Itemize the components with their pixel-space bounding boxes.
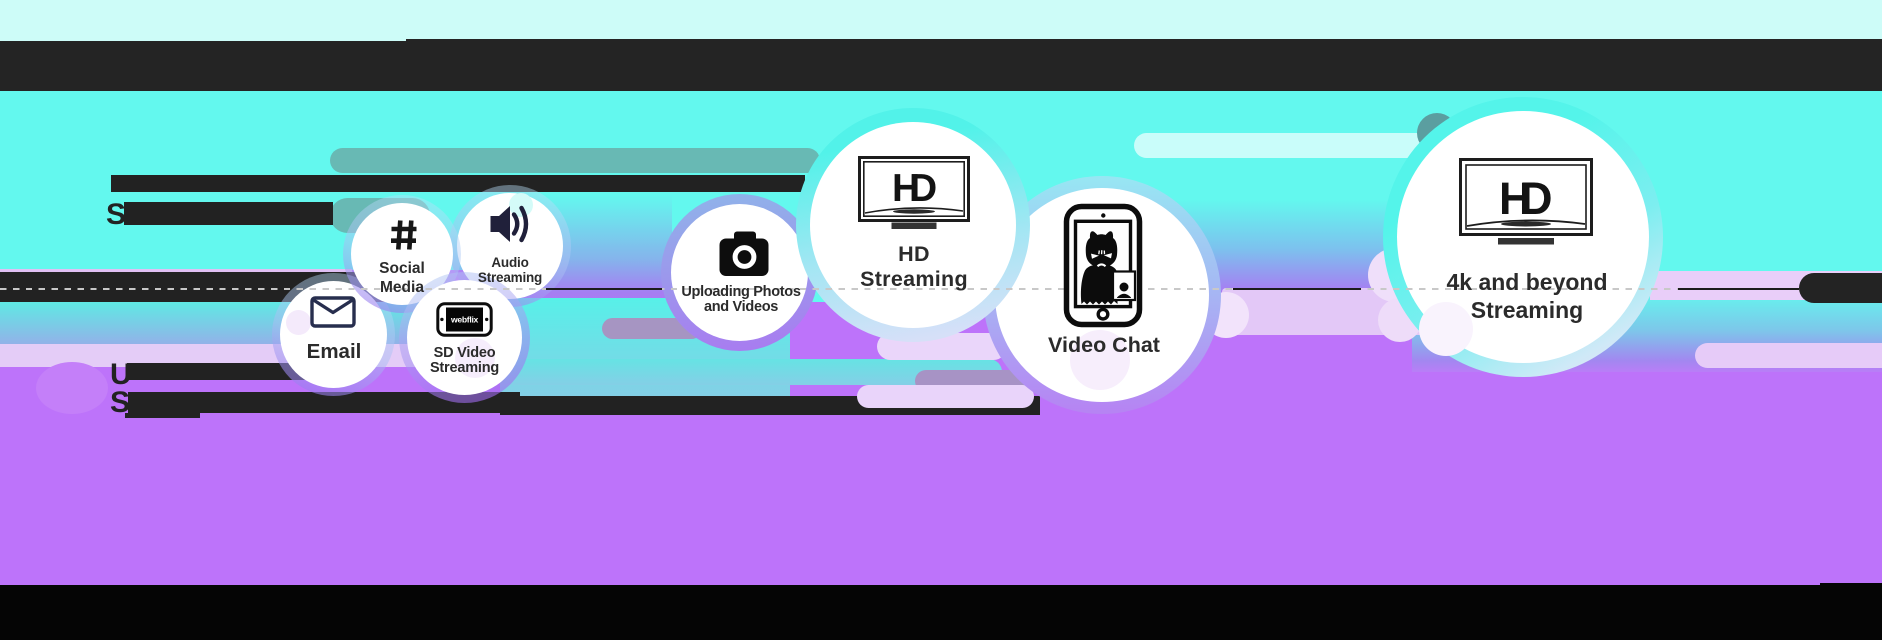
svg-text:H: H	[1499, 173, 1532, 224]
svg-text:H: H	[892, 167, 920, 210]
svg-text:D: D	[1520, 173, 1553, 224]
svg-text:D: D	[909, 167, 937, 210]
svg-text:webflix: webflix	[450, 314, 479, 324]
